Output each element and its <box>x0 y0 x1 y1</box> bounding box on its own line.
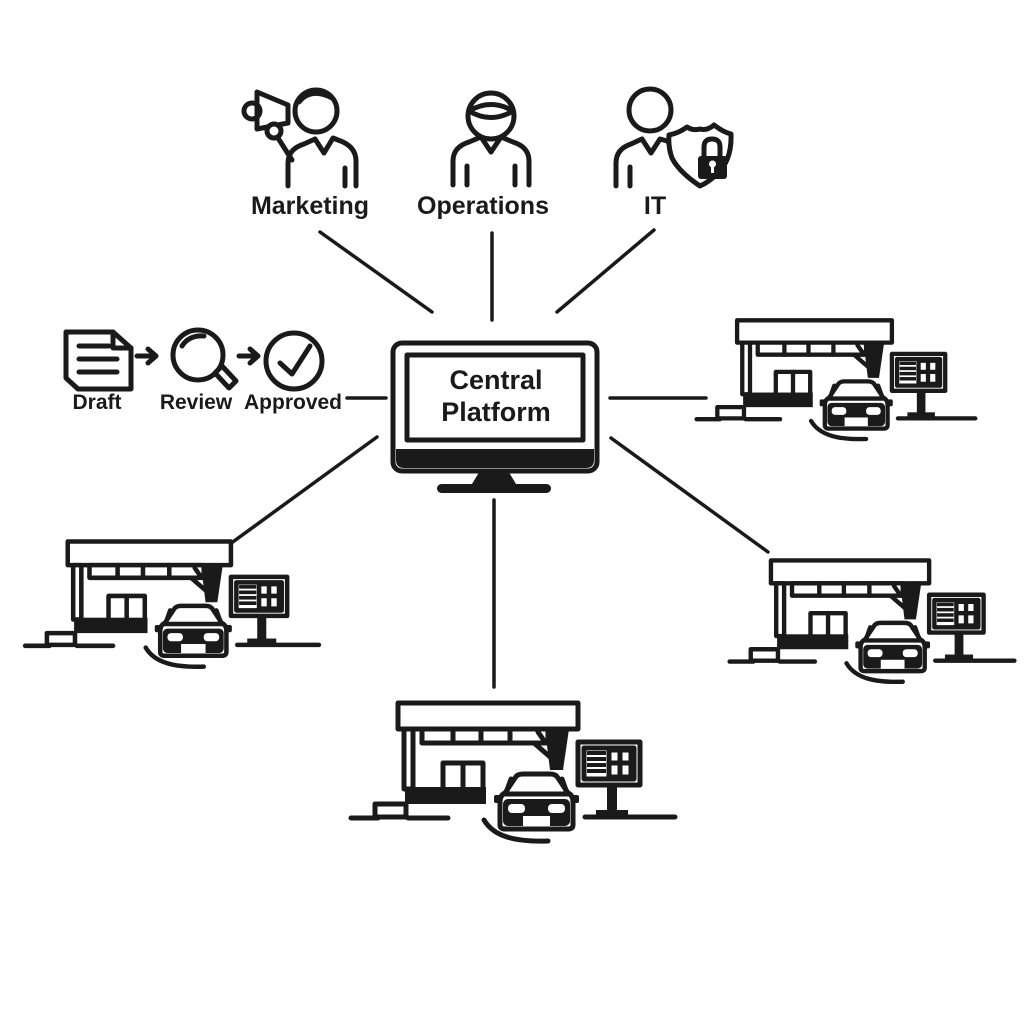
central-platform-label: Central Platform <box>441 364 551 427</box>
connector-marketing <box>318 230 434 314</box>
monitor-stand <box>472 469 516 484</box>
review-label: Review <box>159 391 233 414</box>
approved-label: Approved <box>243 391 343 414</box>
arrow-icon <box>236 346 261 366</box>
gas-station-lower-right <box>730 560 1015 681</box>
approved-check-icon <box>263 330 325 392</box>
marketing-label: Marketing <box>250 192 370 220</box>
connector-lines <box>217 228 770 689</box>
lock-icon <box>698 136 727 179</box>
connector-it <box>555 228 656 314</box>
draft-document-icon <box>63 329 134 392</box>
marketing-person-megaphone-icon <box>241 87 359 189</box>
operations-person-cap-icon <box>450 90 532 188</box>
it-label: IT <box>643 192 667 220</box>
it-person-shield-icon <box>613 86 734 189</box>
arrow-icon <box>134 346 159 366</box>
central-platform-monitor <box>390 340 600 493</box>
connector-station-lower-right <box>609 436 770 554</box>
connector-station-left <box>217 435 379 554</box>
operations-label: Operations <box>417 192 549 220</box>
gas-station-upper-right <box>697 320 976 439</box>
central-platform-label-wrap: Central Platform <box>394 352 598 440</box>
gas-station-bottom <box>351 703 675 841</box>
draft-label: Draft <box>72 391 122 414</box>
gas-station-left <box>25 542 319 667</box>
review-magnifier-icon <box>170 327 239 391</box>
